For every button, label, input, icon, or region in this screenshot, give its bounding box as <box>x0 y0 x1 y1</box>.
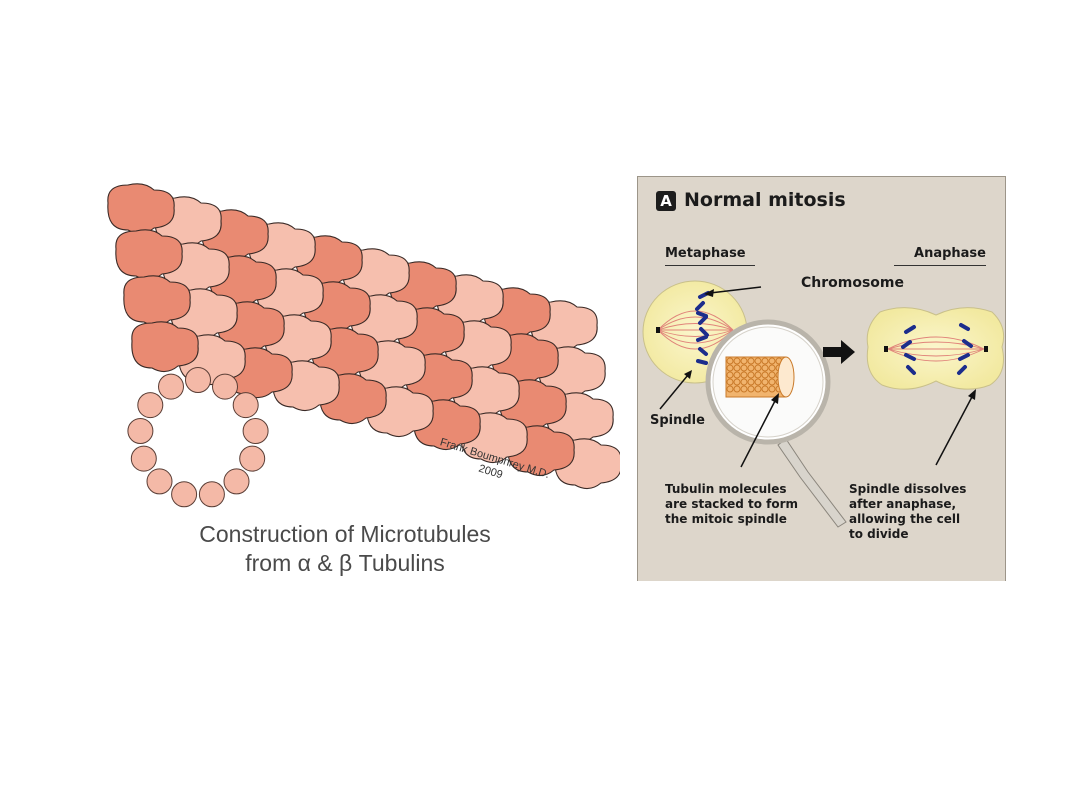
dissolve-line-3: allowing the cell <box>849 512 961 526</box>
magnified-tubulin-dot <box>747 371 755 379</box>
ring-tubulin-subunit <box>232 392 259 419</box>
magnified-tubulin-dot <box>754 371 762 379</box>
magnified-tubulin-dot <box>740 385 748 393</box>
dissolve-line-2: after anaphase, <box>849 497 957 511</box>
magnified-tubulin-dot <box>768 371 776 379</box>
ring-tubulin-subunit <box>171 481 198 508</box>
ring-tubulin-subunit <box>137 392 164 419</box>
ring-tubulin-subunit <box>146 468 173 495</box>
magnified-tubulin-dot <box>768 357 776 365</box>
magnified-tubulin-dot <box>754 378 762 386</box>
magnified-tubulin-dot <box>726 357 734 365</box>
magnified-tubulin-dot <box>726 364 734 372</box>
magnified-tubulin-dot <box>733 364 741 372</box>
normal-mitosis-panel: A Normal mitosis Metaphase Anaphase Chro… <box>637 176 1006 581</box>
magnifying-glass <box>705 319 847 528</box>
microtubule-cylinder <box>107 183 620 490</box>
tubulin-pointer-head <box>771 393 779 404</box>
tubulin-tube-magnified <box>725 356 795 398</box>
magnified-tubulin-dot <box>726 385 734 393</box>
anaphase-spindle-fibers <box>887 336 985 362</box>
dissolve-line-4: to divide <box>849 527 909 541</box>
magnified-tubulin-dot <box>761 364 769 372</box>
tubulin-subunit <box>107 183 175 235</box>
spindle-pointer <box>659 374 689 410</box>
anaphase-cell <box>866 307 1005 390</box>
magnified-tubulin-dot <box>747 378 755 386</box>
figure-caption: Construction of Microtubules from α & β … <box>140 520 550 578</box>
magnified-tubulin-dot <box>740 364 748 372</box>
metaphase-spindle-fibers <box>657 310 734 350</box>
magnified-tubulin-dot <box>761 371 769 379</box>
magnified-tubulin-dot <box>768 385 776 393</box>
magnified-tubulin-dot <box>761 378 769 386</box>
magnified-tubulin-dot <box>733 385 741 393</box>
ring-tubulin-subunit <box>130 445 157 472</box>
tubulin-description: Tubulin molecules are stacked to form th… <box>665 482 798 527</box>
magnified-tubulin-dot <box>754 357 762 365</box>
spindle-label: Spindle <box>650 413 705 428</box>
microtubule-illustration <box>107 183 620 508</box>
ring-tubulin-subunit <box>223 468 250 495</box>
ring-tubulin-subunit <box>127 418 154 444</box>
caption-line-1: Construction of Microtubules <box>199 521 491 547</box>
dissolve-pointer-head <box>968 389 976 400</box>
magnified-tubulin-dot <box>733 357 741 365</box>
anaphase-underline <box>894 265 986 266</box>
ring-tubulin-subunit <box>242 418 269 444</box>
centrosome-right-anaphase <box>984 346 988 352</box>
ring-tubulin-subunit <box>212 373 238 400</box>
chromosome-label: Chromosome <box>801 275 905 291</box>
centrosome-left <box>656 327 660 333</box>
dissolve-description: Spindle dissolves after anaphase, allowi… <box>849 482 966 542</box>
tubulin-line-3: the mitoic spindle <box>665 512 787 526</box>
metaphase-chromosomes <box>695 291 710 365</box>
magnified-tubulin-dot <box>726 378 734 386</box>
magnified-tubulin-dot <box>761 357 769 365</box>
caption-line-2: from α & β Tubulins <box>245 550 445 576</box>
magnified-tubulin-dot <box>740 378 748 386</box>
ring-tubulin-subunit <box>198 481 225 508</box>
magnified-tubulin-dot <box>733 378 741 386</box>
tubulin-ring-cross-section <box>127 367 269 508</box>
magnified-tubulin-dot <box>768 364 776 372</box>
anaphase-chromosomes <box>901 323 973 375</box>
tubulin-subunit <box>131 321 199 373</box>
magnified-tubulin-dot <box>754 364 762 372</box>
spindle-pointer-head <box>684 370 692 379</box>
centrosome-left-anaphase <box>884 346 888 352</box>
chromosome-pointer-head <box>704 289 714 297</box>
magnified-tubulin-dot <box>740 371 748 379</box>
magnified-tubulin-dot <box>733 371 741 379</box>
mitosis-arrow <box>823 340 855 364</box>
metaphase-underline <box>665 265 755 266</box>
tubulin-subunit <box>115 229 183 281</box>
tubulin-line-2: are stacked to form <box>665 497 799 511</box>
dissolve-pointer <box>935 394 974 466</box>
chromosome-pointer <box>709 286 762 294</box>
magnified-tubulin-dot <box>761 385 769 393</box>
dissolve-line-1: Spindle dissolves <box>849 482 967 496</box>
metaphase-heading: Metaphase <box>665 246 746 261</box>
mitosis-diagram <box>642 280 1005 528</box>
ring-tubulin-subunit <box>239 445 266 472</box>
magnified-tubulin-dot <box>740 357 748 365</box>
tubulin-subunit <box>123 275 191 327</box>
magnified-tubulin-dot <box>768 378 776 386</box>
magnified-tubulin-dot <box>747 357 755 365</box>
magnified-tubulin-dot <box>747 364 755 372</box>
panel-title: Normal mitosis <box>684 189 846 211</box>
tubulin-line-1: Tubulin molecules <box>665 482 787 496</box>
magnified-tubulin-dot <box>747 385 755 393</box>
magnified-tubulin-dot <box>754 385 762 393</box>
ring-tubulin-subunit <box>185 367 211 393</box>
tubulin-pointer <box>740 398 777 468</box>
magnified-tubulin-dot <box>726 371 734 379</box>
ring-tubulin-subunit <box>158 373 184 400</box>
anaphase-heading: Anaphase <box>914 246 986 261</box>
panel-badge: A <box>656 191 676 211</box>
